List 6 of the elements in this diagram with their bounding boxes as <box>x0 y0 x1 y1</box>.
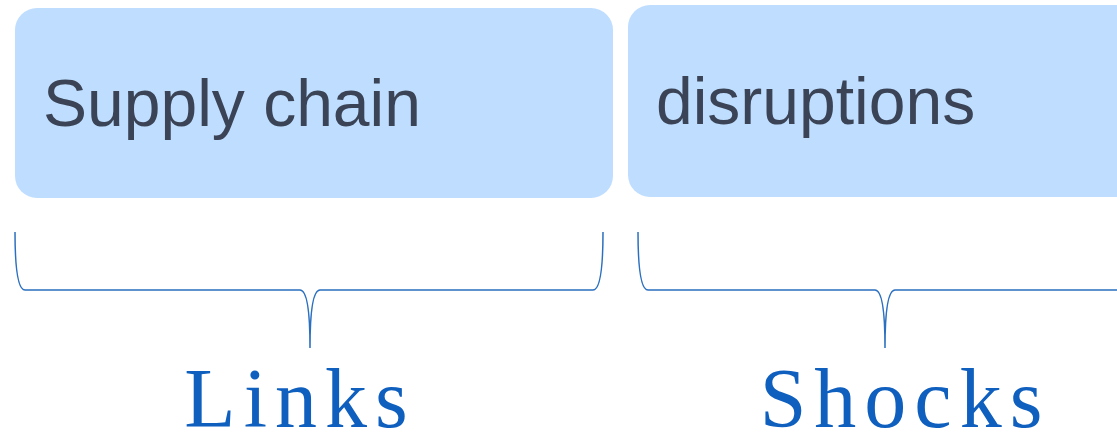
bracket-label: Links <box>184 351 416 438</box>
rounded-box <box>628 5 1117 197</box>
box-text: disruptions <box>656 63 976 139</box>
bracket-label: Shocks <box>759 351 1051 438</box>
box-text: Supply chain <box>43 65 421 141</box>
rounded-box <box>15 8 613 198</box>
